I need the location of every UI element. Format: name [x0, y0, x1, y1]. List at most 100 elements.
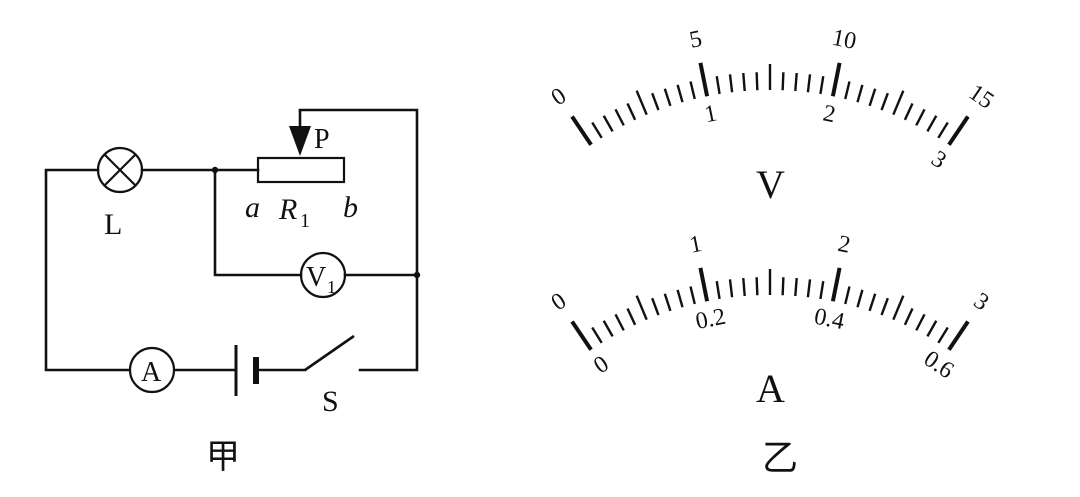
- ammeter-unit-label: A: [756, 366, 785, 411]
- scale-minor-tick: [635, 90, 648, 116]
- scale-minor-tick: [663, 88, 672, 107]
- rheostat-resistor: [256, 156, 346, 184]
- outer-scale-label: 0: [547, 83, 571, 111]
- scale-minor-tick: [880, 92, 889, 111]
- scale-minor-tick: [591, 326, 603, 344]
- circuit-diagram: L P a R 1 b V 1 A S 甲: [44, 108, 421, 476]
- scale-minor-tick: [626, 102, 637, 121]
- slider-label: P: [314, 124, 330, 155]
- scale-major-tick: [570, 115, 593, 146]
- scale-major-tick: [947, 115, 970, 146]
- circuit-caption: 甲: [206, 439, 240, 476]
- inner-scale-label: 3: [926, 146, 950, 174]
- inner-scale-label: 0.4: [812, 304, 847, 335]
- lamp-icon: [96, 146, 144, 194]
- scale-minor-tick: [728, 279, 734, 298]
- scale-minor-tick: [781, 72, 785, 91]
- scale-minor-tick: [715, 76, 721, 95]
- scale-major-tick: [830, 62, 842, 97]
- scale-minor-tick: [651, 92, 660, 111]
- scale-minor-tick: [926, 115, 938, 132]
- scale-major-tick: [570, 320, 593, 351]
- outer-scale-label: 1: [687, 231, 704, 259]
- ammeter-icon: [128, 346, 176, 394]
- scale-minor-tick: [626, 307, 637, 326]
- scale-minor-tick: [856, 84, 864, 103]
- inner-scale-label: 1: [702, 100, 719, 128]
- inner-scale-label: 0: [589, 351, 613, 379]
- scale-minor-tick: [794, 72, 798, 92]
- ammeter-symbol: A: [141, 357, 162, 388]
- scale-minor-tick: [715, 281, 721, 300]
- resistor-subscript: 1: [300, 210, 310, 232]
- scale-minor-tick: [794, 277, 798, 297]
- scale-minor-tick: [819, 76, 825, 95]
- scale-minor-tick: [676, 289, 684, 308]
- switch-blade-icon: [304, 334, 355, 372]
- outer-scale-label: 3: [969, 288, 993, 316]
- scale-minor-tick: [728, 74, 734, 93]
- scale-minor-tick: [635, 295, 648, 321]
- meters-caption: 乙: [762, 438, 798, 478]
- scale-major-tick: [698, 62, 710, 97]
- voltmeter-subscript: 1: [327, 277, 336, 297]
- scale-minor-tick: [868, 88, 877, 107]
- scale-minor-tick: [755, 277, 759, 296]
- scale-minor-tick: [602, 320, 614, 337]
- scale-minor-tick: [676, 84, 684, 103]
- wire-switch-to-right: [298, 108, 419, 372]
- inner-scale-label: 0.2: [693, 304, 728, 335]
- outer-scale-label: 10: [830, 25, 859, 55]
- scale-minor-tick: [602, 115, 614, 132]
- scale-minor-tick: [806, 279, 812, 298]
- wire-left: [44, 168, 130, 372]
- scale-minor-tick: [880, 297, 889, 316]
- scale-minor-tick: [892, 295, 905, 321]
- scale-minor-tick: [591, 121, 603, 139]
- switch-label: S: [322, 385, 339, 418]
- ammeter-dial: A 0 1 2 3 0 0.2 0.4 0.6: [547, 231, 994, 411]
- outer-scale-label: 15: [964, 80, 998, 115]
- scale-minor-tick: [806, 74, 812, 93]
- scale-minor-tick: [663, 293, 672, 312]
- outer-scale-label: 0: [547, 288, 571, 316]
- scale-minor-tick: [844, 286, 851, 305]
- outer-scale-label: 2: [836, 231, 853, 259]
- resistor-label: R: [278, 193, 297, 226]
- scale-major-tick: [698, 267, 710, 302]
- scale-minor-tick: [742, 277, 746, 297]
- scale-minor-tick: [614, 108, 625, 126]
- inner-scale-label: 0.6: [919, 346, 958, 384]
- voltmeter-symbol: V: [306, 262, 326, 293]
- outer-scale-label: 5: [687, 26, 704, 54]
- scale-minor-tick: [926, 320, 938, 337]
- scale-minor-tick: [892, 90, 905, 116]
- voltmeter-unit-label: V: [756, 162, 785, 207]
- scale-minor-tick: [819, 281, 825, 300]
- voltmeter-dial: V 0 5 10 15 1 2 3: [547, 25, 999, 207]
- scale-minor-tick: [651, 297, 660, 316]
- scale-minor-tick: [844, 81, 851, 100]
- scale-minor-tick: [868, 293, 877, 312]
- inner-scale-label: 2: [821, 100, 838, 128]
- junction-dot-right: [413, 271, 421, 279]
- scale-minor-tick: [903, 102, 914, 121]
- scale-minor-tick: [937, 326, 949, 344]
- scale-major-tick: [947, 320, 970, 351]
- lamp-label: L: [104, 208, 122, 241]
- voltmeter-v1-icon: [299, 251, 347, 299]
- end-a-label: a: [245, 191, 260, 224]
- scale-minor-tick: [856, 289, 864, 308]
- scale-minor-tick: [915, 108, 926, 126]
- scale-minor-tick: [915, 313, 926, 331]
- scale-major-tick: [830, 267, 842, 302]
- battery-icon: [234, 345, 259, 396]
- scale-minor-tick: [689, 286, 696, 305]
- scale-minor-tick: [937, 121, 949, 139]
- junction-dot-left: [211, 166, 219, 174]
- slider-arrow-icon: [289, 126, 311, 156]
- end-b-label: b: [343, 191, 358, 224]
- scale-minor-tick: [755, 72, 759, 91]
- wire-voltmeter-branch: [213, 168, 303, 277]
